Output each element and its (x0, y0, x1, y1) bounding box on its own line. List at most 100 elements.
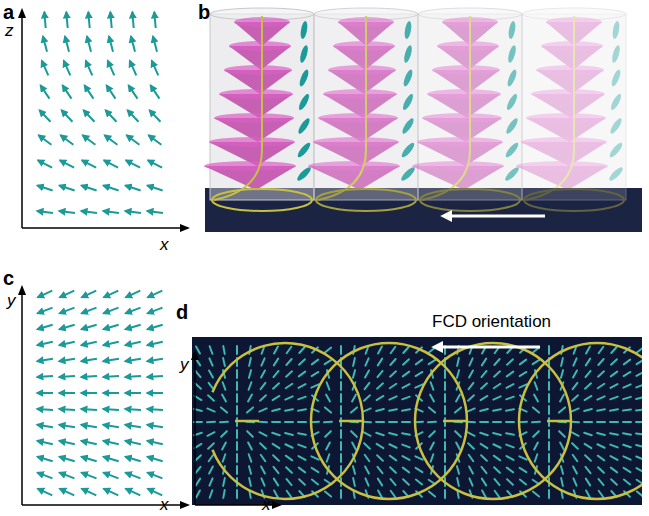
director-dash (599, 491, 604, 498)
director-arrow (107, 85, 116, 98)
director-dash (624, 480, 630, 485)
director-arrow (59, 441, 75, 444)
director-dash (340, 430, 342, 438)
director-dash (209, 358, 212, 365)
director-dash (261, 358, 264, 365)
director-arrow (37, 409, 53, 410)
director-dash (208, 443, 214, 449)
director-arrow (125, 359, 141, 361)
director-dash (572, 395, 578, 400)
director-dash (573, 370, 577, 377)
director-dash (299, 468, 305, 473)
director-arrow (131, 36, 135, 51)
director-arrow (126, 308, 141, 314)
director-arrow (125, 457, 140, 462)
director-dash (236, 346, 238, 354)
director-arrow (87, 36, 91, 51)
director-dash (261, 478, 264, 485)
director-dash (560, 442, 564, 449)
director-arrow (147, 376, 163, 377)
director-dash (325, 431, 331, 437)
director-dash (272, 421, 280, 423)
director-dash (597, 433, 605, 435)
director-dash (494, 479, 499, 485)
director-dash (403, 372, 409, 377)
director-dash (597, 396, 604, 399)
director-dash (455, 407, 461, 412)
domain-circle (415, 343, 571, 499)
director-dash (195, 455, 201, 461)
director-dash (467, 408, 474, 411)
director-arrow (59, 457, 74, 462)
director-dash (457, 358, 459, 366)
director-dash (377, 383, 383, 388)
director-dash (365, 383, 370, 389)
director-dash (378, 346, 382, 353)
y-axis (194, 352, 196, 505)
director-dash (548, 394, 550, 402)
director-dash (493, 421, 501, 423)
director-arrow (38, 489, 53, 496)
director-dash (248, 442, 252, 449)
director-dash (585, 455, 591, 461)
director-dash (312, 480, 318, 485)
director-field (37, 12, 163, 213)
director-dash (623, 456, 630, 459)
director-dash (378, 467, 383, 473)
panel-letter: c (3, 268, 14, 288)
director-dash (340, 382, 342, 390)
director-dash (573, 455, 578, 462)
director-dash (403, 479, 409, 484)
director-arrow (37, 376, 53, 377)
director-dash (236, 370, 238, 378)
director-dash (299, 456, 306, 460)
director-arrow (148, 160, 162, 167)
director-dash (507, 372, 513, 377)
director-arrow (103, 392, 119, 394)
director-dash (520, 480, 526, 485)
director-dash (223, 490, 224, 498)
director-dash (340, 490, 342, 498)
director-dash (402, 384, 409, 388)
director-dash (298, 409, 306, 410)
director-dash (636, 421, 642, 423)
director-arrow (37, 425, 53, 427)
director-arrow (39, 135, 52, 145)
director-dash (273, 444, 280, 448)
director-arrow (81, 457, 96, 462)
director-dash (364, 395, 370, 400)
director-dash (493, 396, 500, 399)
director-arrow (130, 61, 137, 76)
director-dash (236, 466, 238, 474)
director-dash (561, 358, 563, 366)
director-dash (431, 382, 434, 389)
director-arrow (127, 135, 140, 145)
director-dash (519, 456, 526, 459)
director-dash (353, 370, 355, 378)
director-dash (623, 397, 631, 399)
director-arrow (105, 135, 118, 145)
director-dash (286, 359, 291, 365)
director-dash (584, 409, 592, 411)
director-dash (598, 371, 604, 376)
director-dash (299, 372, 305, 377)
director-dash (286, 467, 292, 472)
director-dash (533, 431, 539, 437)
director-dash (430, 395, 434, 402)
director-arrow (103, 359, 119, 361)
director-dash (207, 408, 214, 411)
director-arrow (59, 325, 74, 330)
director-dash (236, 394, 238, 402)
director-dash (532, 421, 540, 424)
director-arrow (61, 135, 74, 145)
director-dash (365, 478, 368, 485)
director-dash (444, 490, 446, 498)
director-arrow (104, 291, 119, 298)
director-dash (560, 395, 564, 402)
director-dash (340, 346, 342, 354)
director-dash (610, 384, 617, 388)
director-dash (209, 455, 214, 462)
director-dash (610, 409, 618, 410)
director-dash (559, 407, 565, 412)
